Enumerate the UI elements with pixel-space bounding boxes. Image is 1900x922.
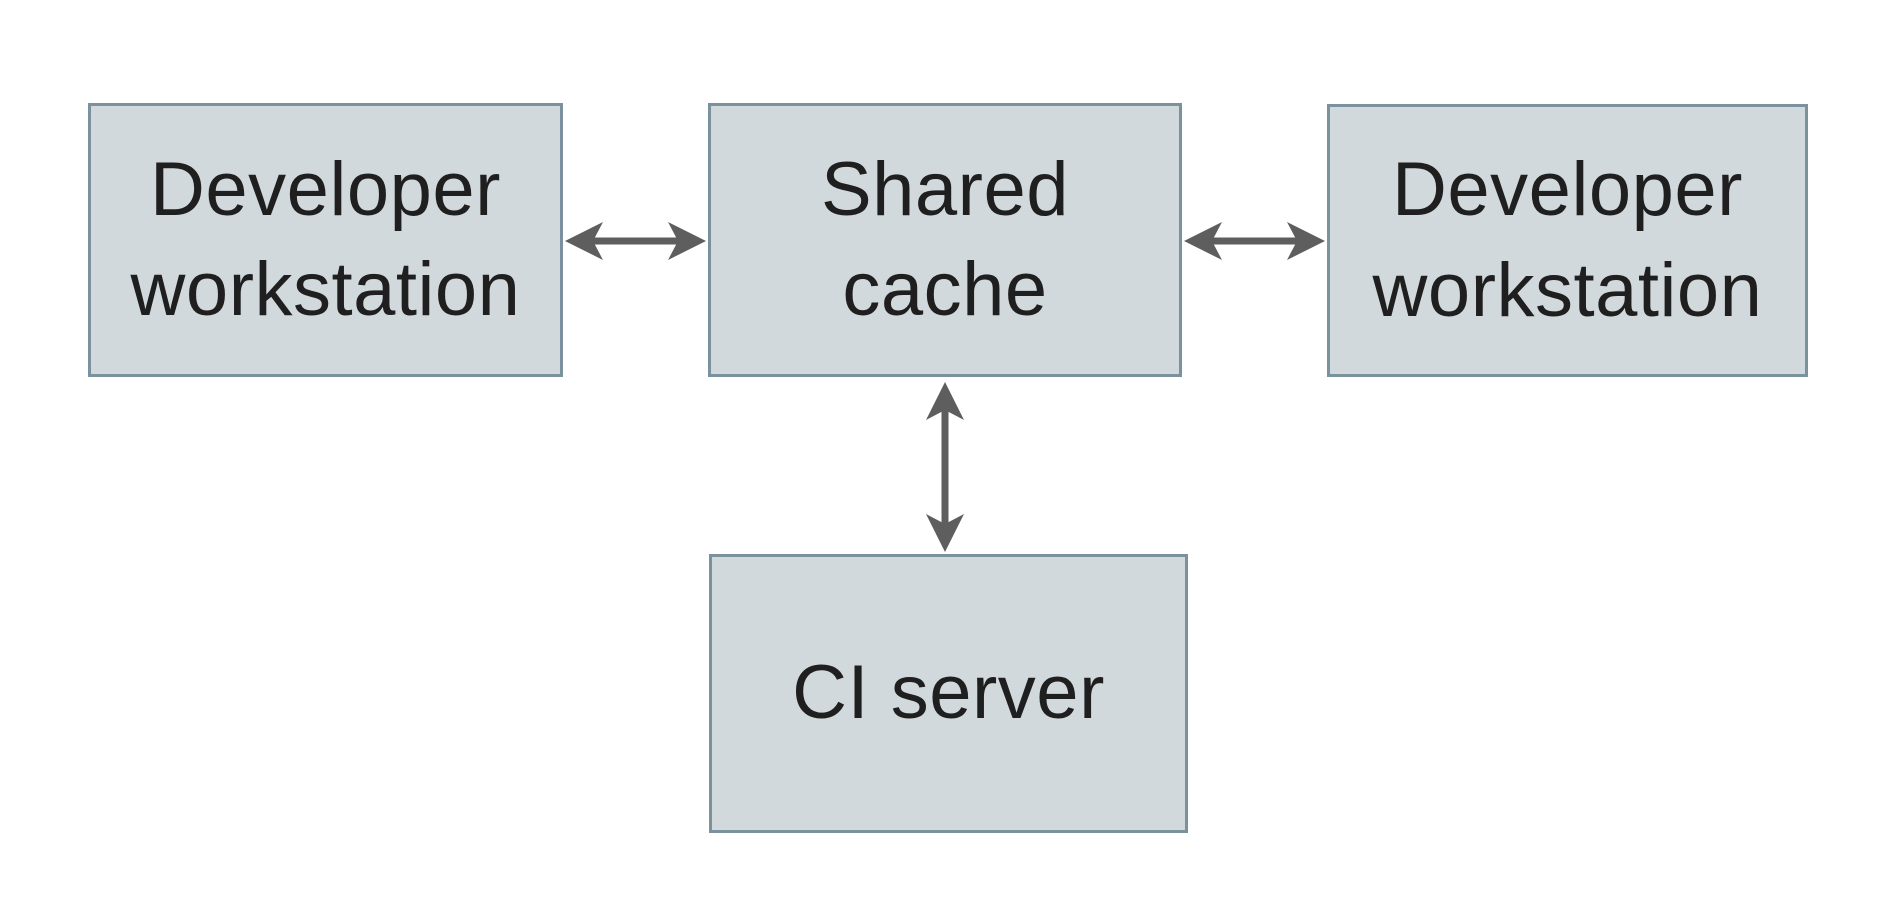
bidirectional-arrow-icon [926, 382, 964, 552]
node-label-line: Developer [150, 146, 501, 232]
node-label-line: Shared [820, 146, 1070, 232]
bidirectional-arrow-icon [565, 222, 706, 260]
node-label-line: workstation [1372, 247, 1763, 333]
node-ci-server: CI server [709, 554, 1188, 833]
node-label-line: Developer [1392, 147, 1743, 233]
node-label-line: workstation [130, 247, 521, 332]
node-developer-workstation-left: Developer workstation [88, 103, 563, 377]
node-label-line: CI server [792, 650, 1105, 736]
node-label-line: cache [842, 247, 1048, 332]
node-developer-workstation-right: Developer workstation [1327, 104, 1808, 377]
node-shared-cache: Shared cache [708, 103, 1182, 377]
bidirectional-arrow-icon [1184, 222, 1325, 260]
